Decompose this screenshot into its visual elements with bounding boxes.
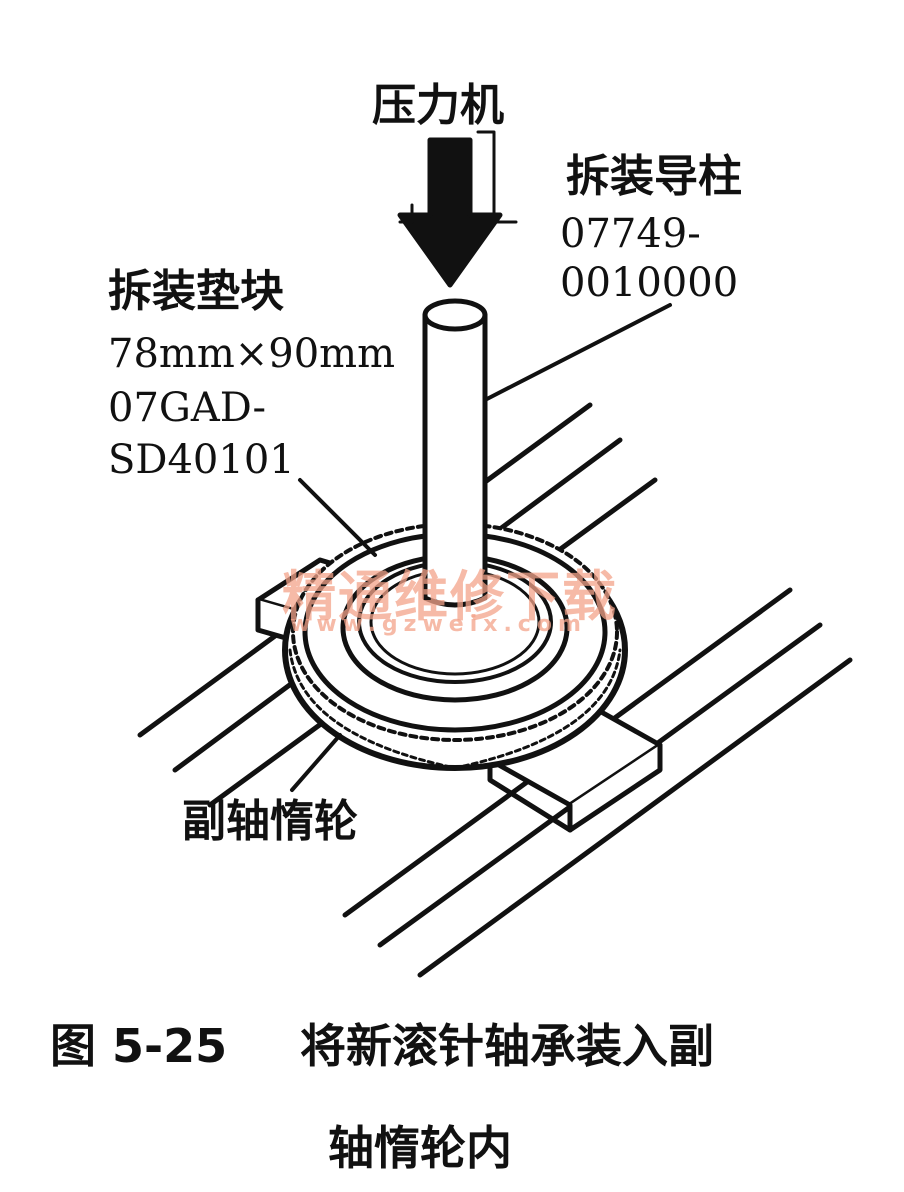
label-guide-code-2: 0010000	[560, 260, 739, 306]
guide-pillar	[422, 298, 488, 608]
caption-line-1: 将新滚针轴承装入副	[300, 1019, 714, 1073]
press-assembly-illustration	[137, 130, 853, 978]
label-press: 压力机	[372, 80, 504, 131]
label-pad-code-2: SD40101	[108, 437, 295, 483]
label-pad-size: 78mm×90mm	[108, 331, 396, 377]
label-pad-name: 拆装垫块	[108, 266, 284, 317]
watermark-text: 精通维修下载	[282, 565, 618, 628]
countershaft-idler-gear	[282, 522, 628, 771]
caption-figure-number: 图 5-25	[50, 1019, 228, 1073]
caption-line-2: 轴惰轮内	[328, 1121, 512, 1175]
watermark-url: www.gzweix.com	[290, 612, 587, 637]
label-guide-code-1: 07749-	[560, 211, 701, 257]
label-pad-code-1: 07GAD-	[108, 385, 267, 431]
label-guide-name: 拆装导柱	[566, 151, 742, 202]
label-gear-name: 副轴惰轮	[182, 796, 358, 847]
press-arrow-icon	[397, 130, 518, 288]
leader-lines	[290, 303, 672, 792]
